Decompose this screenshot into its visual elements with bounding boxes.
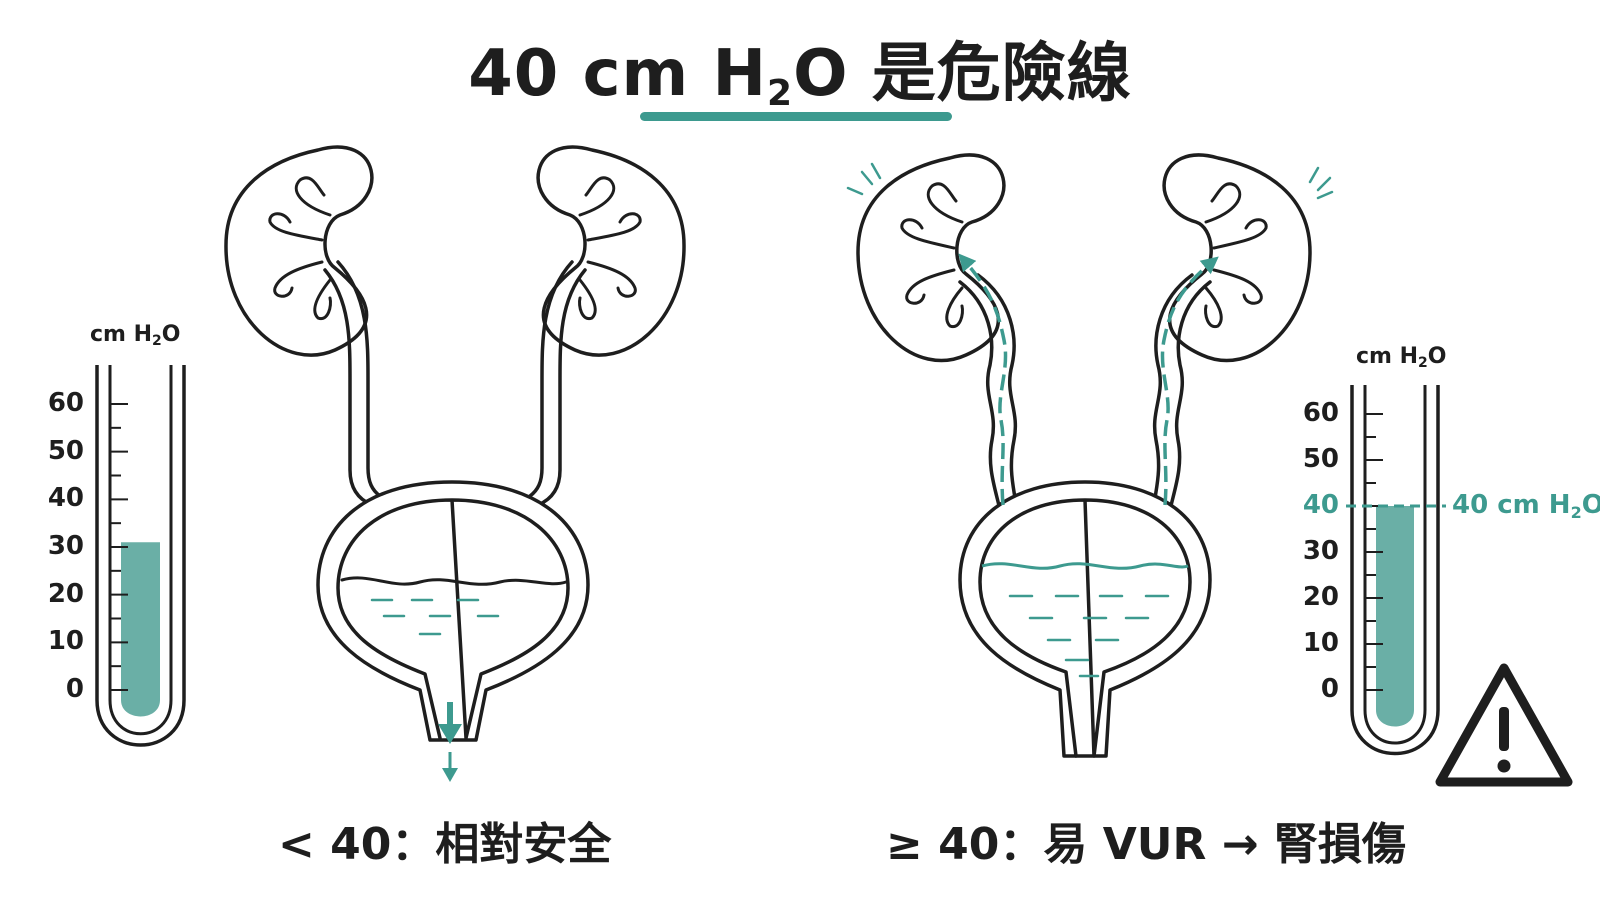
right-pressure-gauge <box>1346 385 1446 756</box>
outflow-arrows <box>438 702 462 782</box>
left-kidney-2 <box>536 145 686 357</box>
left-gauge-ticks <box>110 403 128 691</box>
kidney-alert-marks <box>846 162 1334 200</box>
left-kidney-1 <box>224 145 374 357</box>
right-bladder-inner <box>978 498 1192 758</box>
gauge-tick-label: 30 <box>47 531 84 561</box>
left-gauge-unit: cm H2O <box>90 322 181 349</box>
gauge-tick-label: 50 <box>47 435 84 466</box>
left-pressure-gauge <box>95 365 186 747</box>
right-urine-surface <box>981 562 1189 570</box>
gauge-tick-label: 40 <box>47 483 84 514</box>
right-urine-lines <box>1008 594 1170 678</box>
right-ureter-1b <box>976 273 1018 507</box>
right-caption: ≥ 40：易 VUR → 腎損傷 <box>886 819 1406 870</box>
right-gauge-tube <box>1350 385 1440 756</box>
right-gauge-fill <box>1376 506 1414 727</box>
gauge-tick-label: 20 <box>47 578 84 609</box>
warning-triangle-icon <box>1435 663 1573 787</box>
left-caption: < 40：相對安全 <box>278 819 612 870</box>
right-ureter-1 <box>958 280 1004 522</box>
left-gauge-tube <box>95 365 186 747</box>
outflow-drip-head <box>442 768 458 782</box>
title-underline <box>640 112 952 121</box>
right-kidney-2 <box>1162 153 1312 363</box>
gauge-tick-label: 20 <box>1302 582 1339 612</box>
gauge-tick-label: 40 <box>1302 490 1339 520</box>
outflow-stem <box>447 702 453 726</box>
right-urinary-tract <box>856 153 1312 758</box>
left-ureter-2 <box>536 268 587 507</box>
right-ureter-2b <box>1152 273 1194 507</box>
left-urine-surface <box>340 576 568 586</box>
threshold-label: 40 cm H2O <box>1452 490 1600 522</box>
left-kidney-calyces <box>268 176 642 321</box>
left-ureter-1 <box>323 268 374 507</box>
page-title: 40 cm H2O 是危險線 <box>468 37 1132 114</box>
right-ureter-2 <box>1166 280 1212 522</box>
left-ureter-1b <box>336 260 382 498</box>
left-gauge-fill <box>121 542 160 717</box>
reflux-arrow-right <box>1160 256 1219 506</box>
right-kidney-calyces <box>900 182 1268 329</box>
left-ureter-2b <box>528 260 574 498</box>
right-kidney-1 <box>856 153 1006 363</box>
left-bladder-outer <box>316 480 590 742</box>
left-bladder-inner <box>336 498 570 740</box>
gauge-tick-label: 0 <box>1320 674 1339 704</box>
left-urine-lines <box>370 598 500 636</box>
gauge-tick-label: 0 <box>65 674 84 704</box>
gauge-tick-label: 60 <box>1302 398 1339 428</box>
gauge-tick-label: 30 <box>1302 536 1339 566</box>
left-urinary-tract <box>224 145 686 742</box>
gauge-tick-label: 10 <box>1302 628 1339 658</box>
gauge-tick-label: 60 <box>47 388 84 418</box>
outflow-arrow-head <box>438 724 462 744</box>
gauge-tick-label: 50 <box>1302 444 1339 474</box>
reflux-arrow-left <box>958 253 1008 506</box>
reflux-arrows <box>958 253 1219 506</box>
gauge-tick-label: 10 <box>47 626 84 657</box>
right-gauge-unit: cm H2O <box>1356 344 1447 371</box>
